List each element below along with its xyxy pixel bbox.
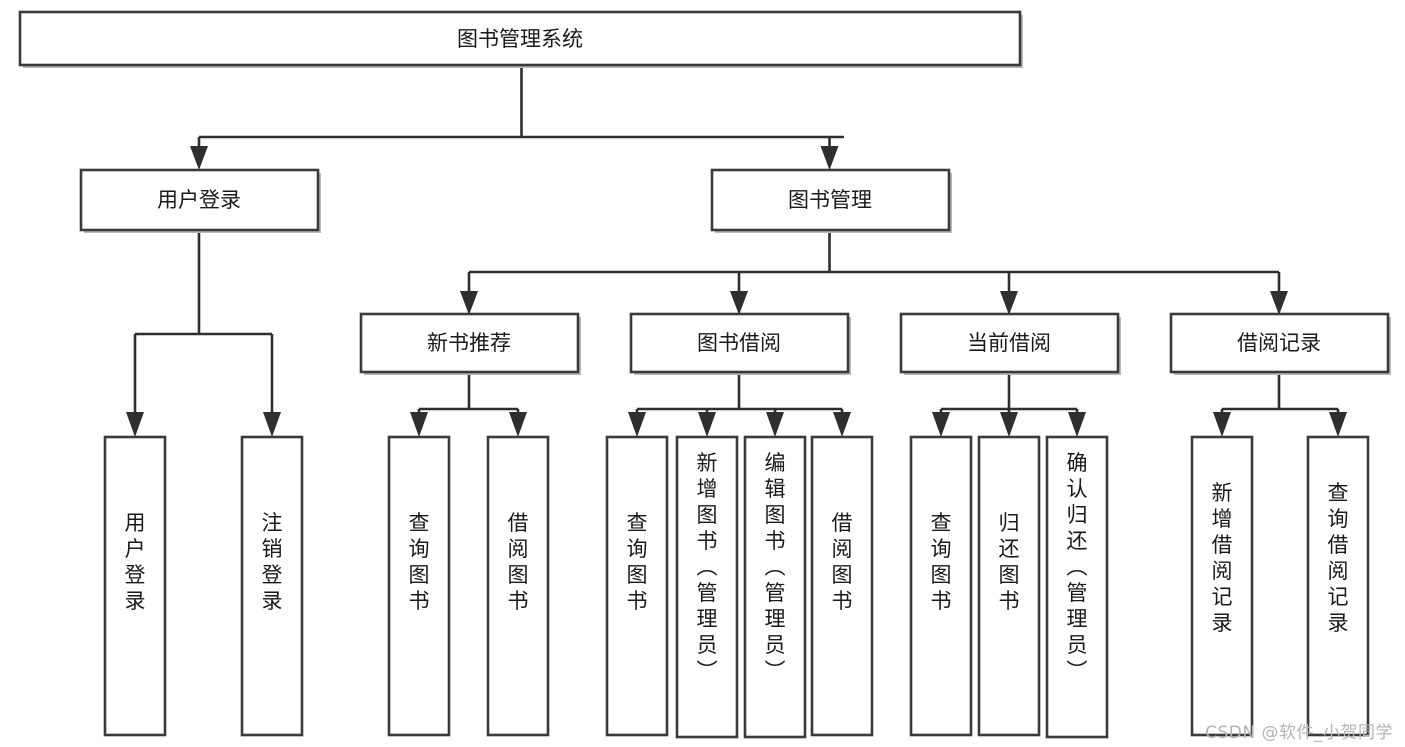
node-l1-1-rect[interactable] [710,168,951,232]
node-lf-1-rect[interactable] [240,435,304,737]
arrowhead-lf-1 [263,412,281,437]
arrowhead-lf-4 [628,412,646,437]
node-l2-1-label: 图书借阅 [697,331,781,355]
arrowhead-l2-2 [1000,291,1018,315]
arrowhead-l1-1 [820,146,839,170]
node-l2-1-rect[interactable] [629,312,850,374]
node-lf-0[interactable]: 用户登录 [103,435,167,737]
node-lf-3-label: 借阅图书 [508,511,529,613]
node-lf-7[interactable]: 借阅图书 [810,435,874,737]
arrowhead-lf-3 [509,412,527,437]
node-lf-9[interactable]: 归还图书 [977,435,1041,737]
node-lf-8-rect[interactable] [909,435,973,737]
node-lf-12-label: 查询借阅记录 [1328,481,1349,635]
node-lf-6-rect[interactable] [743,435,807,739]
node-lf-5[interactable]: 新增图书︵管理员︶ [675,435,739,739]
node-lf-2-rect[interactable] [387,435,451,737]
node-l2-0-label: 新书推荐 [427,331,511,355]
node-lf-4[interactable]: 查询图书 [605,435,669,737]
node-lf-4-label: 查询图书 [627,511,648,613]
node-l2-0-rect[interactable] [359,312,580,374]
arrowhead-lf-9 [1000,412,1018,437]
node-lf-12-rect[interactable] [1306,435,1370,737]
arrowhead-lf-2 [410,412,428,437]
node-root[interactable]: 图书管理系统 [18,10,1023,68]
node-lf-4-rect[interactable] [605,435,669,737]
node-lf-11-rect[interactable] [1190,435,1254,737]
connector-layer [126,68,1347,437]
node-lf-7-label: 借阅图书 [832,511,853,613]
node-lf-11-label: 新增借阅记录 [1212,481,1233,635]
node-lf-9-rect[interactable] [977,435,1041,737]
arrowhead-lf-7 [833,412,851,437]
csdn-watermark: CSDN @软件_小贺同学 [1205,723,1393,743]
node-lf-6[interactable]: 编辑图书︵管理员︶ [743,435,807,739]
node-l2-0[interactable]: 新书推荐 [359,312,581,375]
node-lf-11[interactable]: 新增借阅记录 [1190,435,1254,737]
arrowhead-lf-6 [766,412,784,437]
arrowhead-l2-3 [1270,291,1288,315]
node-lf-10-label: 确认归还︵管理员︶ [1067,451,1088,683]
node-l2-2-rect[interactable] [899,312,1120,374]
node-lf-5-label: 新增图书︵管理员︶ [697,451,718,683]
node-lf-2-label: 查询图书 [409,511,430,613]
node-lf-10-rect[interactable] [1045,435,1109,739]
node-lf-1-label: 注销登录 [262,511,283,613]
arrowhead-lf-12 [1329,412,1347,437]
arrowhead-lf-5 [698,412,716,437]
node-l2-3-rect[interactable] [1169,312,1390,374]
node-lf-3-rect[interactable] [486,435,550,737]
node-lf-9-label: 归还图书 [999,511,1020,613]
node-lf-6-label: 编辑图书︵管理员︶ [765,451,786,683]
node-l2-2-label: 当前借阅 [967,331,1051,355]
arrowhead-lf-0 [126,412,144,437]
arrowhead-l2-0 [460,291,478,315]
node-lf-0-rect[interactable] [103,435,167,737]
node-lf-8[interactable]: 查询图书 [909,435,973,737]
node-lf-12[interactable]: 查询借阅记录 [1306,435,1370,737]
arrowhead-lf-8 [932,412,950,437]
node-lf-0-label: 用户登录 [125,511,146,613]
node-lf-8-label: 查询图书 [931,511,952,613]
arrowhead-lf-10 [1068,412,1086,437]
node-l2-3[interactable]: 借阅记录 [1169,312,1391,375]
node-l1-0[interactable]: 用户登录 [79,168,321,233]
arrowhead-l1-0 [190,146,208,170]
node-lf-3[interactable]: 借阅图书 [486,435,550,737]
arrowhead-lf-11 [1213,412,1231,437]
node-lf-10[interactable]: 确认归还︵管理员︶ [1045,435,1109,739]
node-root-label: 图书管理系统 [457,27,583,51]
node-lf-7-rect[interactable] [810,435,874,737]
node-root-rect[interactable] [18,10,1022,67]
node-lf-2[interactable]: 查询图书 [387,435,451,737]
node-l2-1[interactable]: 图书借阅 [629,312,851,375]
node-lf-5-rect[interactable] [675,435,739,739]
node-l2-3-label: 借阅记录 [1237,331,1321,355]
node-l1-1-label: 图书管理 [788,188,872,212]
node-lf-1[interactable]: 注销登录 [240,435,304,737]
node-l1-1[interactable]: 图书管理 [710,168,952,233]
arrowhead-l2-1 [730,291,748,315]
node-l1-0-rect[interactable] [79,168,320,232]
node-l1-0-label: 用户登录 [157,188,241,212]
node-l2-2[interactable]: 当前借阅 [899,312,1121,375]
